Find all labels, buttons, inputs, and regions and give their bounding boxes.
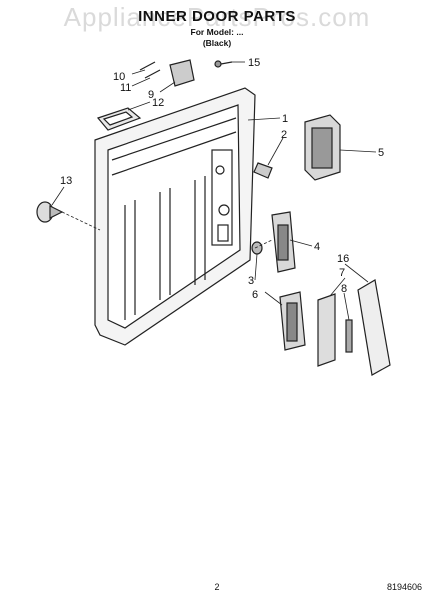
knob-13 <box>36 201 64 223</box>
callout-12: 12 <box>152 97 164 109</box>
leader-lines <box>51 61 377 321</box>
callout-5: 5 <box>378 147 384 159</box>
latch-4 <box>271 211 296 273</box>
callout-3: 3 <box>248 275 254 287</box>
callout-16: 16 <box>337 253 349 265</box>
spring-8 <box>345 319 353 353</box>
bracket-7 <box>317 293 336 367</box>
callout-4: 4 <box>314 241 320 253</box>
callout-2: 2 <box>281 129 287 141</box>
document-number: 8194606 <box>386 582 422 592</box>
callout-1: 1 <box>282 113 288 125</box>
callout-7: 7 <box>339 267 345 279</box>
page-number: 2 <box>214 582 220 592</box>
switch-assembly-5 <box>304 114 341 181</box>
handle-bezel <box>96 107 142 131</box>
model-line: For Model: ... <box>190 27 244 37</box>
cover-plate-16 <box>357 279 391 376</box>
diagram-title: INNER DOOR PARTS <box>138 8 296 25</box>
callout-labels: 10 11 9 12 15 1 2 5 13 4 3 6 16 7 8 <box>60 57 384 301</box>
screws-and-bracket <box>139 59 195 87</box>
callout-13: 13 <box>60 175 72 187</box>
callout-11: 11 <box>120 82 131 94</box>
color-note: (Black) <box>202 38 232 48</box>
inner-door-panel <box>94 87 256 346</box>
clip-2 <box>253 162 273 179</box>
screw-15 <box>214 60 233 68</box>
callout-6: 6 <box>252 289 258 301</box>
callout-10: 10 <box>113 71 125 83</box>
callout-9: 9 <box>148 89 154 101</box>
callout-8: 8 <box>341 283 347 295</box>
callout-15: 15 <box>248 57 260 69</box>
part-3 <box>251 241 263 255</box>
latch-body-6 <box>279 291 306 351</box>
